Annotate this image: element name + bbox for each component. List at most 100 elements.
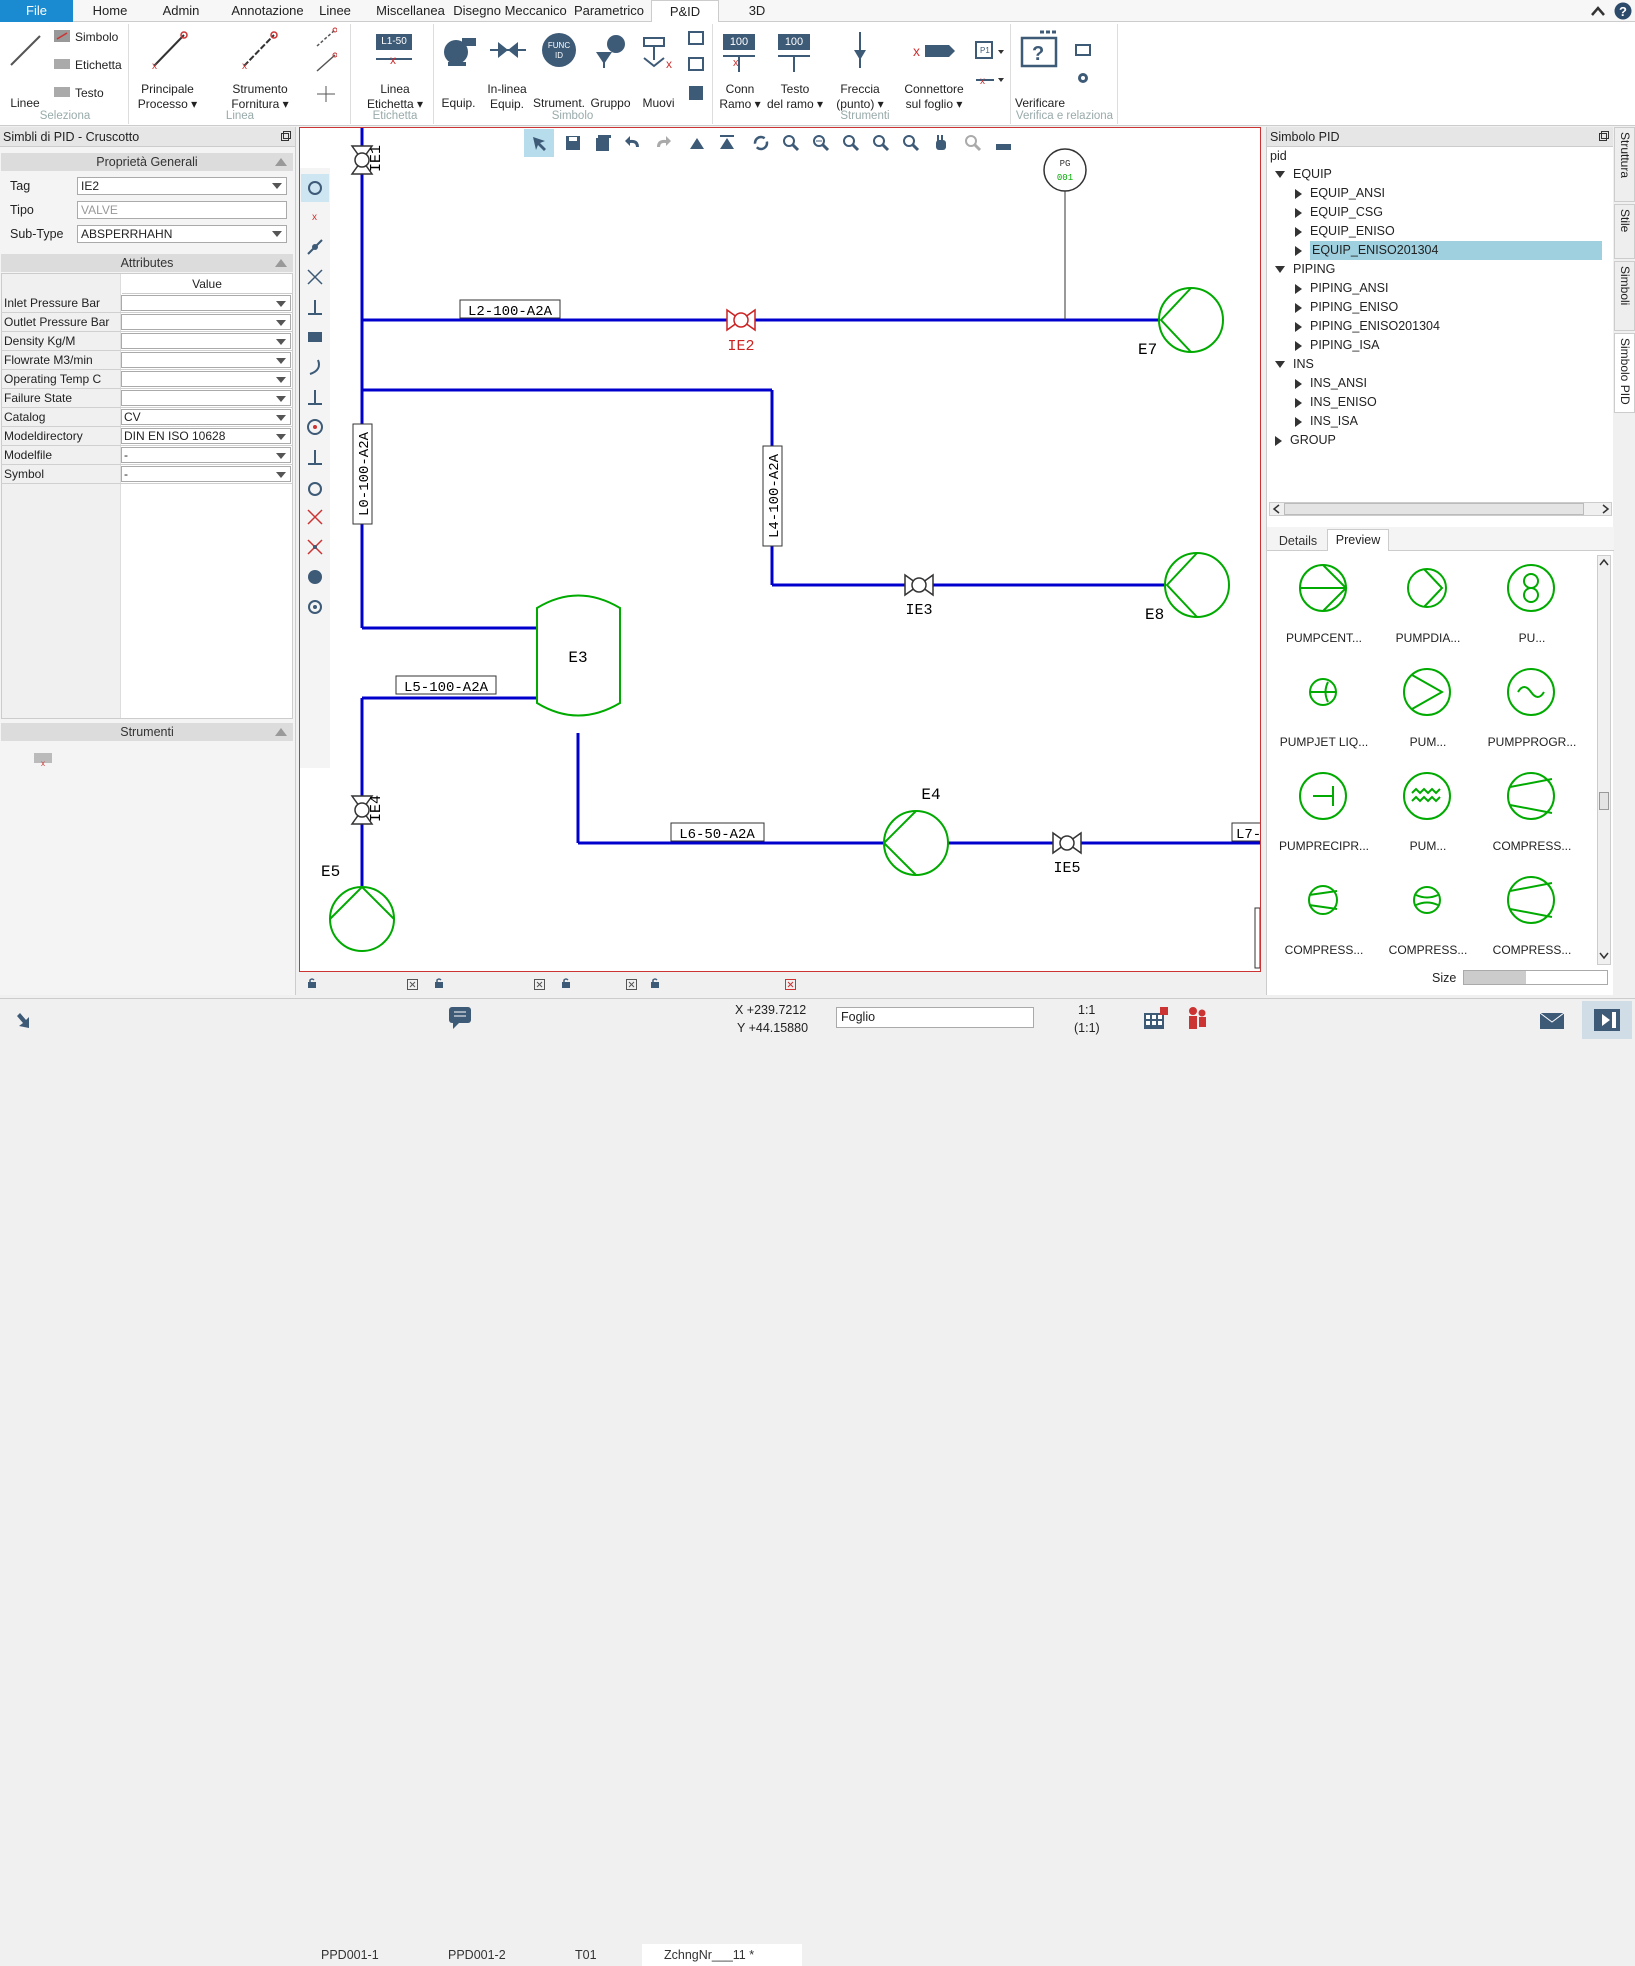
zoom-name-icon[interactable] bbox=[842, 134, 860, 152]
side-tab-struttura[interactable]: Struttura bbox=[1614, 127, 1635, 202]
hscroll-thumb[interactable] bbox=[1284, 503, 1584, 515]
line-label-l2[interactable]: L2-100-A2A bbox=[459, 299, 561, 320]
measure-icon[interactable] bbox=[994, 134, 1012, 152]
line-label-l4[interactable]: L4-100-A2A bbox=[762, 445, 783, 547]
attribute-value-field[interactable] bbox=[121, 371, 291, 387]
collapsed-arrow-icon[interactable] bbox=[1295, 245, 1302, 256]
symbol-preview-item[interactable]: PUM... bbox=[1373, 667, 1483, 749]
sheet-tab-2[interactable]: PPD001-2 bbox=[426, 1944, 551, 1966]
collapsed-arrow-icon[interactable] bbox=[1275, 435, 1282, 446]
simbolo-button[interactable]: Simbolo bbox=[75, 30, 119, 44]
symbol-preview-item[interactable]: COMPRESS... bbox=[1269, 875, 1379, 957]
sheet-tab-1[interactable]: PPD001-1 bbox=[299, 1944, 424, 1966]
tab-3d[interactable]: 3D bbox=[748, 3, 766, 18]
attribute-value-field[interactable] bbox=[121, 295, 291, 311]
select-arrow-icon[interactable] bbox=[10, 1009, 32, 1031]
symbol-preview-item[interactable]: PUMPJET LIQ... bbox=[1269, 667, 1379, 749]
symbol-extra-icons[interactable] bbox=[686, 28, 708, 108]
line-label-l0[interactable]: L0-100-A2A bbox=[352, 423, 373, 525]
subtype-field[interactable]: ABSPERRHAHN bbox=[77, 225, 287, 243]
attributes-header[interactable]: Attributes bbox=[1, 254, 293, 272]
collapsed-arrow-icon[interactable] bbox=[1295, 188, 1302, 199]
sheet-tab-3[interactable]: T01 bbox=[553, 1944, 640, 1966]
symbol-preview-item[interactable]: PUMPDIA... bbox=[1373, 563, 1483, 645]
valve-ie5[interactable]: IE5 bbox=[1052, 831, 1082, 877]
collapsed-arrow-icon[interactable] bbox=[1295, 226, 1302, 237]
attribute-value-field[interactable]: CV bbox=[121, 409, 291, 425]
regenerate-icon[interactable] bbox=[752, 134, 770, 152]
collapsed-arrow-icon[interactable] bbox=[1295, 283, 1302, 294]
tab-preview[interactable]: Preview bbox=[1327, 529, 1389, 551]
sheet-tools-icons[interactable]: P1x bbox=[974, 40, 1008, 110]
line-label-l7[interactable]: L7- bbox=[1231, 822, 1260, 843]
symbol-preview-item[interactable]: COMPRESS... bbox=[1373, 875, 1483, 957]
scale-label[interactable]: 1:1 bbox=[1078, 1003, 1096, 1017]
delete-point-icon[interactable]: x bbox=[306, 208, 324, 226]
undo-icon[interactable] bbox=[624, 134, 642, 152]
zoom-extents-icon[interactable] bbox=[902, 134, 920, 152]
symbol-preview-item[interactable]: COMPRESS... bbox=[1477, 771, 1587, 853]
close-tab-icon[interactable] bbox=[785, 979, 796, 990]
attribute-row[interactable]: Operating Temp C bbox=[1, 370, 293, 389]
attribute-value-field[interactable]: - bbox=[121, 447, 291, 463]
tree-item[interactable]: INS_ANSI bbox=[1295, 374, 1367, 393]
chat-icon[interactable] bbox=[447, 1005, 473, 1031]
tree-item[interactable]: PIPING_ENISO201304 bbox=[1295, 317, 1440, 336]
equip-button[interactable]: Equip. bbox=[441, 96, 476, 110]
tool-icon-6[interactable] bbox=[306, 328, 324, 346]
scroll-up-icon[interactable] bbox=[1599, 558, 1609, 568]
collapsed-arrow-icon[interactable] bbox=[1295, 302, 1302, 313]
line-label-l6[interactable]: L6-50-A2A bbox=[670, 822, 765, 843]
tree-hscrollbar[interactable] bbox=[1269, 502, 1612, 516]
zoom-out-icon[interactable] bbox=[812, 134, 830, 152]
attribute-value-field[interactable]: DIN EN ISO 10628 bbox=[121, 428, 291, 444]
side-tab-simboli[interactable]: Simboli bbox=[1614, 261, 1635, 331]
attribute-row[interactable]: Modelfile- bbox=[1, 446, 293, 465]
scroll-left-icon[interactable] bbox=[1272, 504, 1282, 514]
grid-building-icon[interactable] bbox=[1142, 1005, 1170, 1031]
close-tab-icon[interactable] bbox=[534, 979, 545, 990]
tree-item[interactable]: PIPING_ISA bbox=[1295, 336, 1379, 355]
select-arrow-icon[interactable] bbox=[530, 134, 548, 152]
panel-restore-icon[interactable] bbox=[1599, 131, 1609, 141]
side-tab-stile[interactable]: Stile bbox=[1614, 204, 1635, 259]
tool-icon-9[interactable] bbox=[306, 418, 324, 436]
collapsed-arrow-icon[interactable] bbox=[1295, 378, 1302, 389]
attribute-value-field[interactable]: - bbox=[121, 466, 291, 482]
collapse-up-icon[interactable] bbox=[275, 158, 287, 166]
valve-ie3[interactable]: IE3 bbox=[904, 573, 934, 619]
attribute-value-field[interactable] bbox=[121, 390, 291, 406]
symbol-preview-item[interactable]: COMPRESS... bbox=[1477, 875, 1587, 957]
tree-item[interactable]: INS bbox=[1275, 355, 1314, 374]
vessel-e3[interactable]: E3 bbox=[536, 594, 621, 717]
tree-item[interactable]: EQUIP_CSG bbox=[1295, 203, 1383, 222]
linee-button[interactable]: Linee bbox=[10, 96, 40, 110]
tree-item[interactable]: EQUIP_ENISO bbox=[1295, 222, 1395, 241]
report-icons[interactable] bbox=[1073, 42, 1095, 92]
pump-e8[interactable] bbox=[1164, 552, 1230, 618]
tool-icon-4[interactable] bbox=[306, 268, 324, 286]
freccia-punto-button[interactable]: Freccia(punto) ▾ bbox=[830, 82, 890, 112]
tree-item[interactable]: INS_ENISO bbox=[1295, 393, 1377, 412]
tree-item[interactable]: PIPING bbox=[1275, 260, 1335, 279]
testo-button[interactable]: Testo bbox=[75, 86, 104, 100]
tool-icon-12[interactable] bbox=[306, 508, 324, 526]
symbol-preview-item[interactable]: PUMPCENT... bbox=[1269, 563, 1379, 645]
attribute-row[interactable]: Failure State bbox=[1, 389, 293, 408]
collapse-up-icon[interactable] bbox=[275, 259, 287, 267]
tool-icon-7[interactable] bbox=[306, 358, 324, 376]
tab-pid[interactable]: P&ID bbox=[651, 0, 719, 23]
tool-icon-8[interactable] bbox=[306, 388, 324, 406]
expanded-arrow-icon[interactable] bbox=[1275, 266, 1285, 274]
collapse-ribbon-icon[interactable] bbox=[1590, 4, 1606, 18]
tree-item[interactable]: EQUIP bbox=[1275, 165, 1332, 184]
attribute-row[interactable]: Inlet Pressure Bar bbox=[1, 294, 293, 313]
symbol-preview-item[interactable]: PUM... bbox=[1373, 771, 1483, 853]
tree-item[interactable]: EQUIP_ANSI bbox=[1295, 184, 1385, 203]
tree-item[interactable]: INS_ISA bbox=[1295, 412, 1358, 431]
attribute-row[interactable]: Outlet Pressure Bar bbox=[1, 313, 293, 332]
